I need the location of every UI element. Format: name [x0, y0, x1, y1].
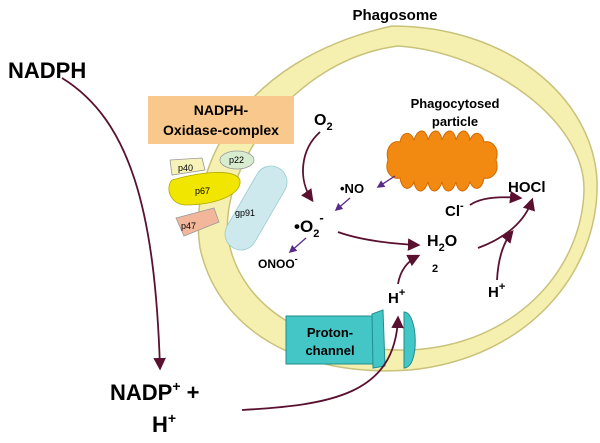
- proton-channel-label-line1: Proton-: [307, 325, 353, 340]
- proton-to-hocl-arrow: [496, 230, 514, 281]
- nadp-label-line2: H+: [152, 410, 176, 437]
- proton-channel-label: H+: [388, 287, 405, 307]
- oxidase-subunits: p40 p22 p67 p47 gp91: [168, 150, 288, 251]
- oxygen-label: O2: [314, 112, 333, 133]
- hydrogen-peroxide-label: H2O: [427, 233, 457, 254]
- complex-label-line1: NADPH-: [194, 102, 249, 118]
- superoxide-to-hydrogen-peroxide-arrow: [337, 231, 421, 251]
- superoxide-label: •O2-: [294, 210, 324, 240]
- proton-channel-box: [285, 315, 379, 365]
- superoxide-to-peroxynitrite-arrow: [288, 237, 307, 254]
- proton-channel: Proton- channel: [285, 309, 416, 369]
- subunit-p40-shape: [169, 157, 206, 176]
- peroxynitrite-label: ONOO-: [258, 254, 298, 271]
- hydrogen-peroxide-subscript-2: 2: [432, 263, 438, 275]
- subunit-gp91-shape: [224, 165, 288, 251]
- nadph-label: NADPH: [8, 58, 86, 83]
- nitric-oxide-label: •NO: [340, 181, 364, 196]
- nadph-oxidase-complex-box: [148, 96, 294, 144]
- proton-channel-right-wall: [403, 311, 416, 369]
- nitric-oxide-to-superoxide-arrow: [334, 197, 351, 212]
- hypochlorous-acid-label: HOCl: [508, 179, 546, 196]
- particle-label-line2: particle: [432, 114, 478, 129]
- chloride-label: Cl-: [445, 200, 464, 220]
- cytosol-proton-through-channel-arrow: [241, 315, 404, 411]
- hydrogen-peroxide-to-hocl-arrow: [477, 197, 535, 249]
- subunit-p67-shape: [168, 172, 241, 206]
- subunit-p47-shape: [175, 207, 220, 237]
- nitric-oxide-in-arrow: [376, 175, 396, 188]
- particle-label-line1: Phagocytosed: [411, 96, 500, 111]
- subunit-p47-label: p47: [181, 221, 196, 231]
- oxygen-to-superoxide-arrow: [301, 131, 321, 203]
- complex-label-line2: Oxidase-complex: [163, 122, 279, 138]
- subunit-p22-label: p22: [229, 155, 244, 165]
- proton-right-label: H+: [488, 281, 505, 301]
- chloride-to-hocl-arrow: [469, 190, 523, 206]
- subunit-p40-label: p40: [178, 163, 193, 173]
- proton-channel-left-wall: [371, 309, 386, 369]
- subunit-p67-label: p67: [195, 186, 210, 196]
- phagosome-title: Phagosome: [352, 7, 437, 24]
- phagocytosed-particle-shape: [386, 130, 498, 192]
- nadp-label-line1: NADP+ +: [110, 378, 200, 405]
- proton-channel-label-line2: channel: [305, 343, 354, 358]
- subunit-gp91-label: gp91: [235, 208, 255, 218]
- nadph-to-nadp-arrow: [61, 77, 166, 371]
- proton-to-hydrogen-peroxide-arrow: [397, 254, 421, 285]
- subunit-p22-shape: [219, 150, 255, 170]
